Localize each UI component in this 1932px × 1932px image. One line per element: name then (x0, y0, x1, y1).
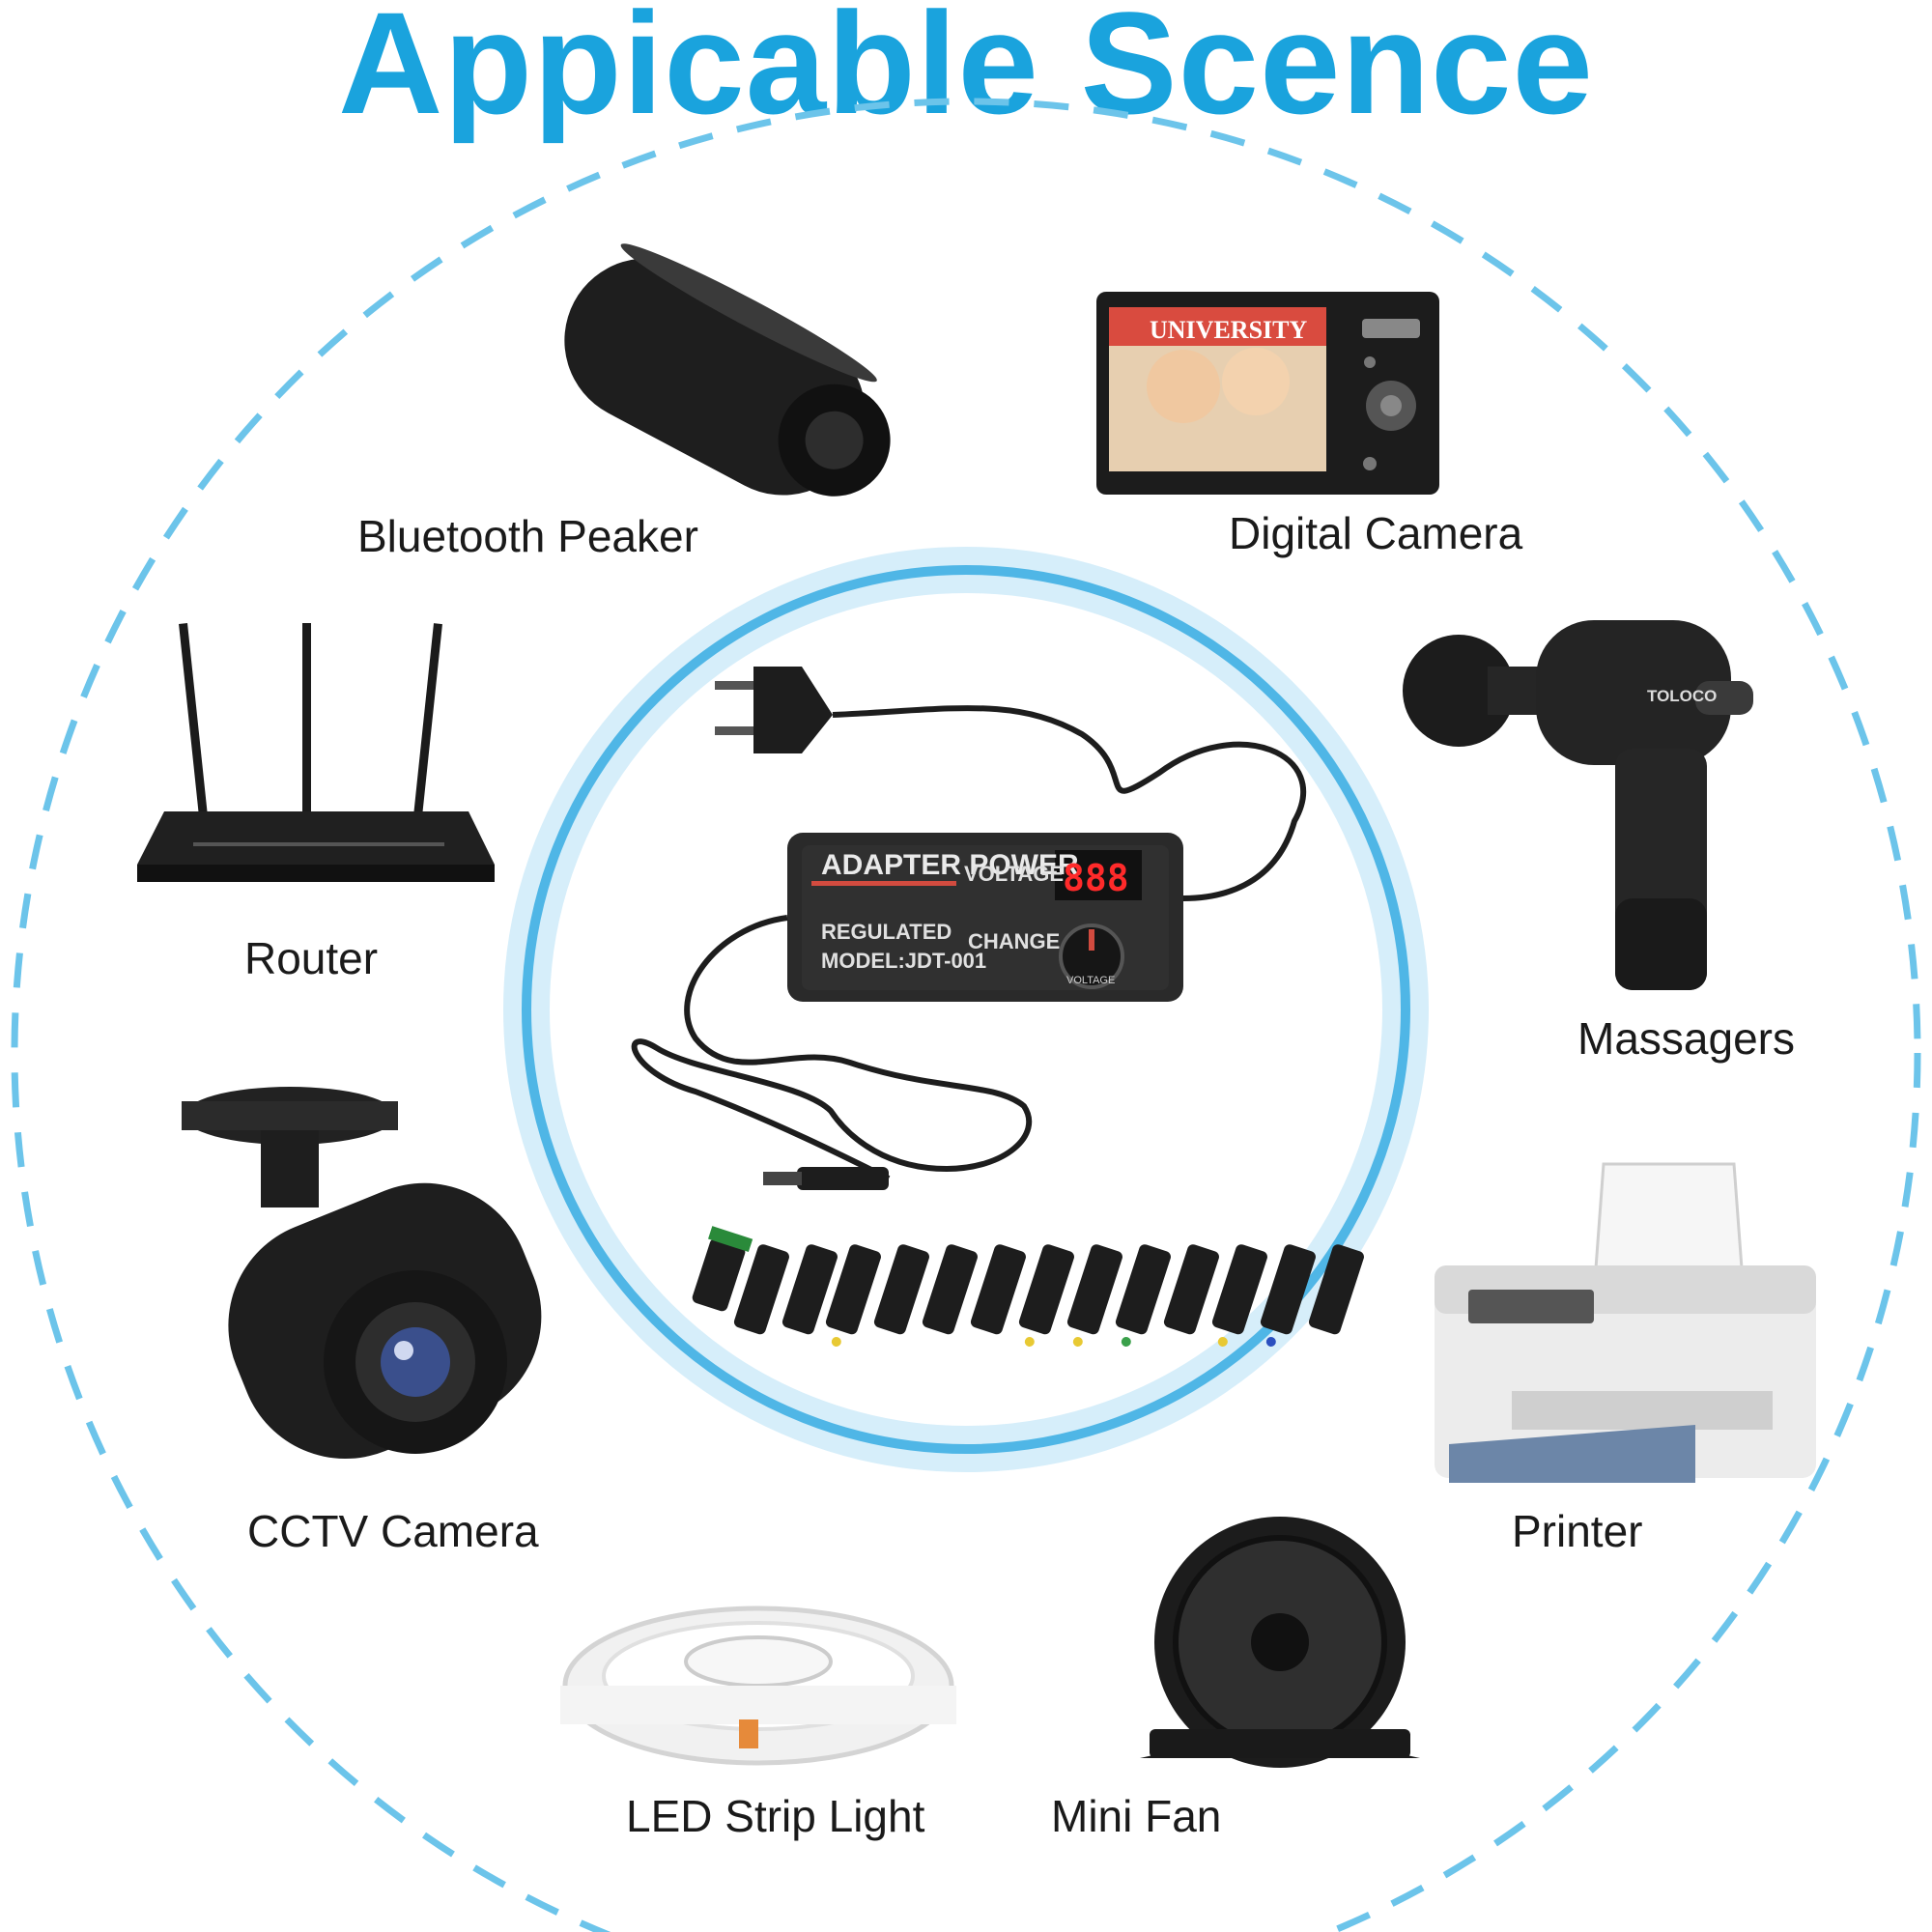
label-mini-fan: Mini Fan (1051, 1791, 1222, 1841)
adapter-knob-label: VOLTAGE (1066, 975, 1115, 986)
adapter-brand: ADAPTER POWER (821, 849, 1079, 881)
adapter-voltage-label: VOLTAGE (964, 862, 1064, 886)
label-cctv-camera: CCTV Camera (247, 1506, 539, 1556)
bluetooth-speaker-icon (564, 243, 891, 497)
router-icon (137, 623, 495, 882)
camera-screen-text: UNIVERSITY (1150, 316, 1307, 344)
label-digital-camera: Digital Camera (1229, 508, 1523, 558)
cctv-camera-icon (182, 1087, 542, 1460)
page-title: Appicable Scence (338, 0, 1594, 144)
led-strip-icon (560, 1605, 956, 1766)
outer-dashed-ring (11, 98, 1921, 1932)
label-printer: Printer (1512, 1506, 1643, 1556)
adapter-regulated: REGULATED (821, 920, 952, 944)
label-massagers: Massagers (1577, 1013, 1795, 1064)
dc-tips (692, 1226, 1364, 1347)
label-bluetooth-speaker: Bluetooth Peaker (357, 511, 698, 561)
massage-gun-icon (1403, 620, 1753, 990)
adapter-change-label: CHANGE (968, 929, 1060, 953)
label-led-strip-light: LED Strip Light (626, 1791, 925, 1841)
power-adapter (631, 667, 1306, 1190)
digital-camera-icon (1096, 292, 1439, 495)
adapter-display: 888 (1063, 857, 1129, 899)
massage-gun-logo: TOLOCO (1647, 687, 1717, 705)
printer-icon (1435, 1162, 1816, 1483)
label-router: Router (244, 933, 379, 983)
adapter-model: MODEL:JDT-001 (821, 949, 986, 973)
inner-ring (522, 565, 1410, 1454)
mini-fan-icon (1140, 1517, 1420, 1768)
